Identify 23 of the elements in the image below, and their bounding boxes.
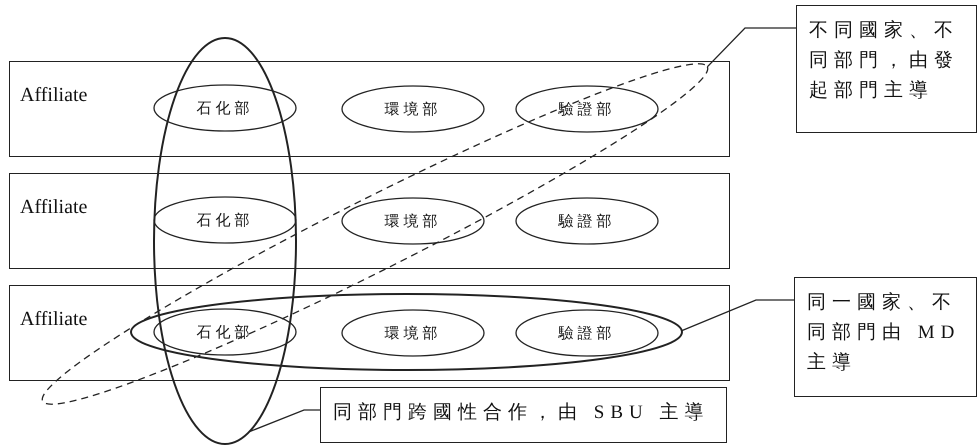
- department-ellipse: 石化部: [153, 308, 297, 356]
- callout-box: 不同國家、不同部門，由發起部門主導: [796, 5, 977, 133]
- leader-line: [680, 299, 794, 332]
- grouping-ellipse: [153, 37, 297, 445]
- panel-label: Affiliate: [20, 196, 88, 219]
- affiliate-panel: [9, 285, 730, 381]
- department-ellipse: 環境部: [341, 197, 485, 245]
- affiliate-panel: [9, 61, 730, 157]
- department-ellipse: 驗證部: [515, 197, 659, 245]
- department-ellipse: 環境部: [341, 309, 485, 357]
- department-ellipse: 石化部: [153, 84, 297, 132]
- leader-line: [249, 409, 320, 432]
- department-ellipse: 驗證部: [515, 309, 659, 357]
- department-ellipse: 石化部: [153, 196, 297, 244]
- panel-label: Affiliate: [20, 84, 88, 107]
- callout-box: 同部門跨國性合作，由 SBU 主導: [320, 387, 727, 443]
- department-ellipse: 環境部: [341, 85, 485, 133]
- panel-label: Affiliate: [20, 308, 88, 331]
- callout-box: 同一國家、不同部門由 MD 主導: [794, 277, 977, 397]
- department-ellipse: 驗證部: [515, 85, 659, 133]
- affiliate-panel: [9, 173, 730, 269]
- leader-line: [706, 27, 796, 68]
- grouping-ellipse: [130, 293, 683, 371]
